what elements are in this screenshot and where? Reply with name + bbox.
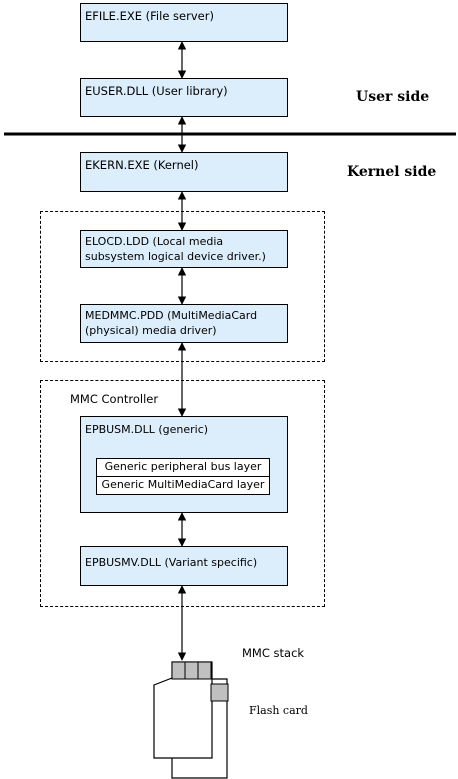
label-user-side: User side: [356, 89, 430, 105]
node-ekern: EKERN.EXE (Kernel): [80, 152, 288, 192]
label-flash-card: Flash card: [249, 704, 308, 717]
epbusm-layer-mmc: Generic MultiMediaCard layer: [96, 476, 270, 495]
node-medmmc: MEDMMC.PDD (MultiMediaCard (physical) me…: [80, 304, 288, 343]
node-elocd: ELOCD.LDD (Local media subsystem logical…: [80, 230, 288, 268]
mmc-controller-group: [40, 380, 325, 607]
node-epbusm-title: EPBUSM.DLL (generic): [85, 423, 209, 436]
node-euser: EUSER.DLL (User library): [80, 78, 288, 117]
label-kernel-side: Kernel side: [347, 164, 437, 180]
epbusm-layer-peripheral: Generic peripheral bus layer: [96, 458, 270, 477]
flash-card-icon: [153, 661, 229, 779]
node-efile: EFILE.EXE (File server): [80, 3, 288, 42]
node-epbusmv: EPBUSMV.DLL (Variant specific): [80, 546, 288, 586]
logical-driver-group: [40, 211, 325, 362]
label-mmc-stack: MMC stack: [242, 646, 305, 660]
label-mmc-controller: MMC Controller: [70, 392, 159, 406]
